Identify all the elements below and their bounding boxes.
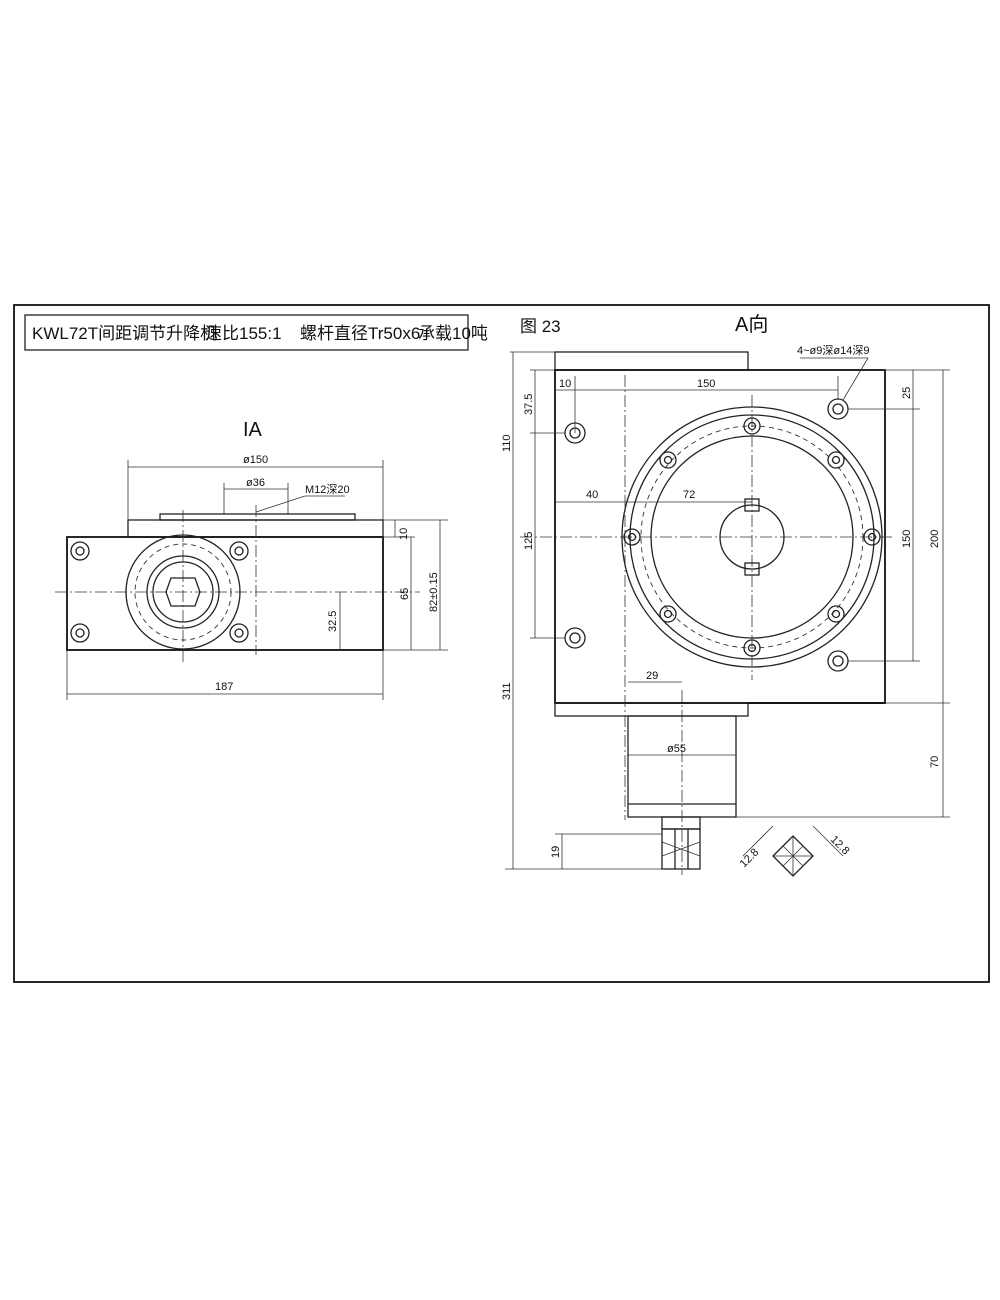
figure-number: 图 23 [520, 317, 561, 336]
dim-a-19: 19 [550, 846, 562, 858]
dim-a-25: 25 [901, 387, 913, 399]
title-load: 承载10吨 [418, 324, 488, 343]
dim-a-311: 311 [501, 682, 513, 700]
a-bolt-top [743, 417, 761, 435]
view-ia: IA ø150 ø36 M12深20 [55, 419, 448, 700]
dim-a-12-8-left: 12.8 [738, 846, 762, 870]
dim-a-70: 70 [929, 756, 941, 768]
view-a-label: A向 [735, 313, 768, 336]
view-a: A向 [501, 313, 950, 877]
dim-a-holes: 4~ø9深ø14深9 [797, 344, 869, 357]
dim-a-10: 10 [559, 378, 571, 390]
ia-hole-4 [229, 623, 249, 643]
a-bolt-tr [827, 451, 845, 469]
dim-a-72: 72 [683, 489, 695, 501]
a-bolt-left [623, 528, 641, 546]
a-bolt-br [827, 605, 845, 623]
dim-ia-187: 187 [215, 681, 233, 693]
dim-ia-32-5: 32.5 [327, 611, 339, 632]
title-screw: 螺杆直径Tr50x6 [300, 324, 420, 343]
dim-a-40: 40 [586, 489, 598, 501]
a-mount-hole-2 [564, 627, 586, 649]
dim-a-125: 125 [523, 532, 535, 550]
a-bolt-right [863, 528, 881, 546]
ia-hole-2 [229, 541, 249, 561]
sheet-border [13, 304, 990, 983]
dim-ia-10: 10 [398, 528, 410, 540]
ia-hole-3 [70, 623, 90, 643]
ia-hole-1 [70, 541, 90, 561]
dim-a-d55: ø55 [667, 743, 686, 755]
a-bolt-tl [659, 451, 677, 469]
dim-a-110: 110 [501, 434, 513, 452]
title-block: KWL72T间距调节升降机 速比155:1 螺杆直径Tr50x6 承载10吨 [24, 314, 488, 351]
a-mount-hole-4 [827, 650, 849, 672]
dim-ia-d36: ø36 [246, 477, 265, 489]
title-ratio: 速比155:1 [205, 324, 282, 343]
dim-a-150-top: 150 [697, 378, 715, 390]
dim-a-37-5: 37.5 [523, 394, 535, 415]
a-mount-hole-3 [827, 398, 849, 420]
dim-a-29: 29 [646, 670, 658, 682]
dim-a-12-8-right: 12.8 [828, 834, 852, 858]
a-bolt-bottom [743, 639, 761, 657]
dim-ia-m12: M12深20 [305, 483, 350, 496]
view-ia-label: IA [243, 419, 263, 441]
dim-a-200: 200 [929, 530, 941, 548]
a-bolt-bl [659, 605, 677, 623]
dim-ia-65: 65 [399, 588, 411, 600]
dim-ia-d150: ø150 [243, 454, 268, 466]
dim-ia-82: 82±0.15 [428, 572, 440, 612]
title-model: KWL72T间距调节升降机 [32, 324, 217, 343]
square-end-detail: 12.8 12.8 [738, 825, 852, 877]
dim-a-150-side: 150 [901, 530, 913, 548]
